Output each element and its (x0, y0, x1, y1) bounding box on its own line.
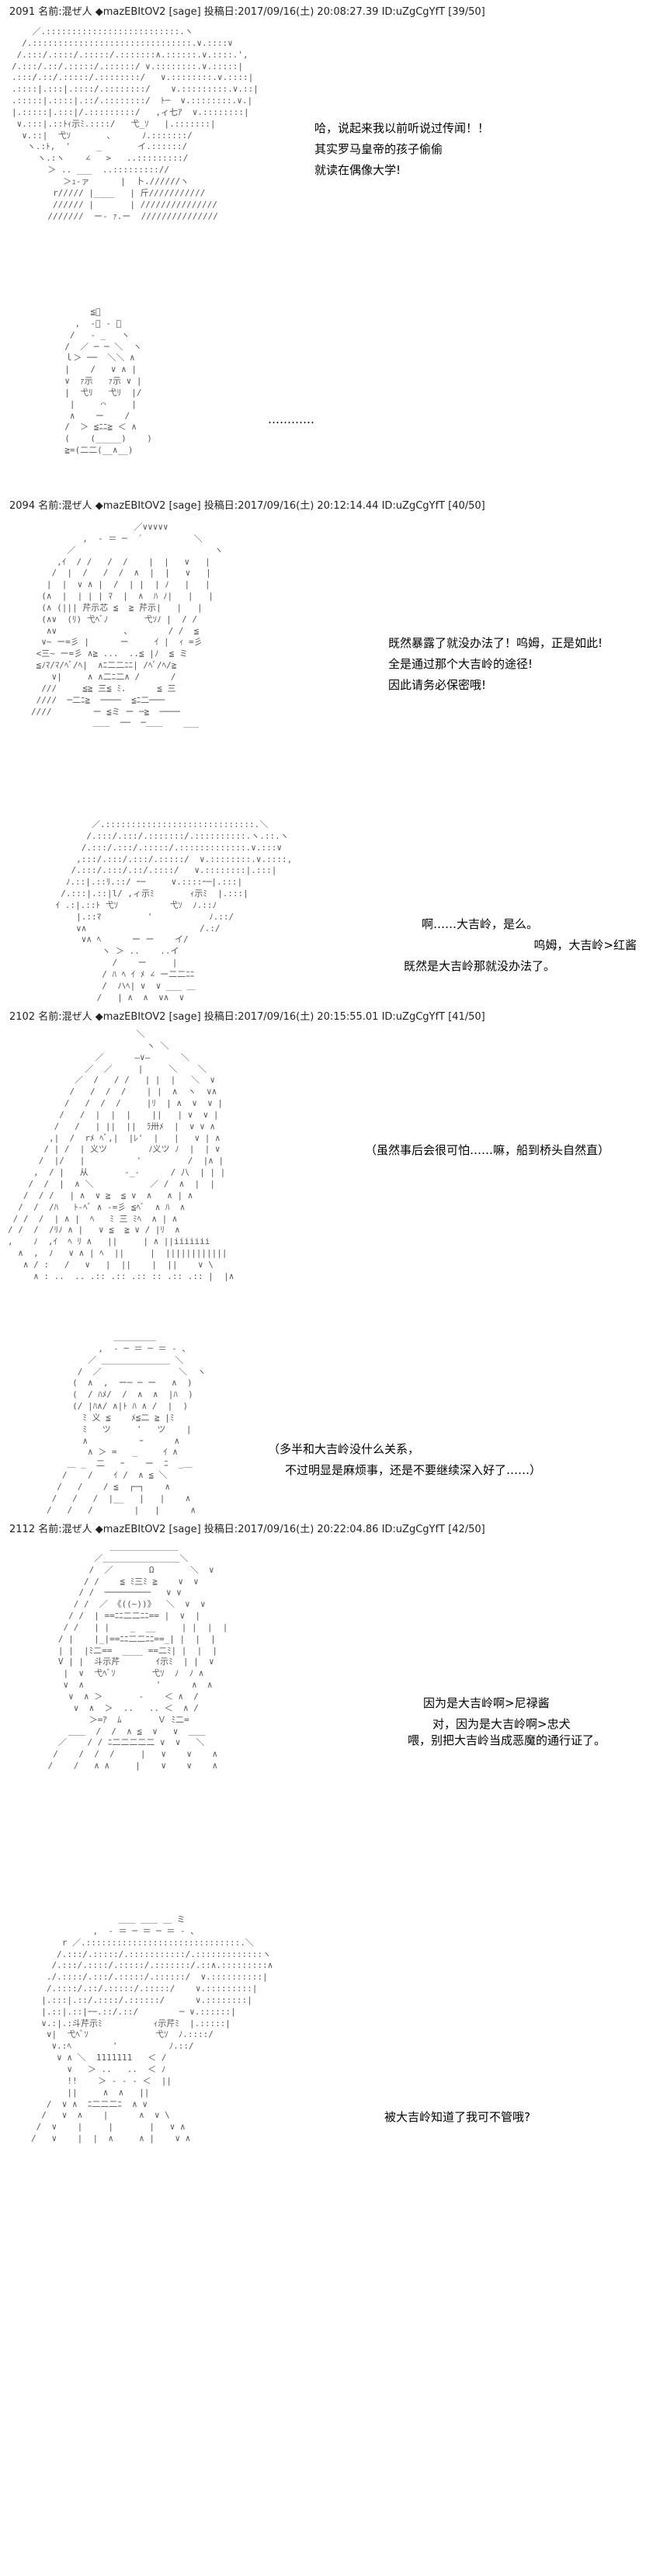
post-header: 2091 名前:混ぜ人 ◆mazEBItOV2 [sage] 投稿日:2017/… (9, 6, 485, 18)
ascii-art-character: ／.:::::::::::::::::::::::::::::.＼ /.:::/… (55, 819, 293, 1003)
dialogue-block: 因为是大吉岭啊>尼禄酱 对，因为是大吉岭啊>忠犬 喂，别把大吉岭当成恶魔的通行证… (408, 1693, 606, 1751)
ascii-art-character: ／.::::::::::::::::::::::::::.ヽ /.:::::::… (12, 26, 259, 221)
dialogue-line: 其实罗马皇帝的孩子偷偷 (314, 142, 443, 156)
ascii-art-character: ＿＿＿＿＿＿＿＿ ／＿＿＿＿＿＿＿＿＿＼ / ／ Ω ＼ ∨ / / ≦ ﾐ三ﾐ… (47, 1542, 228, 1771)
ascii-art-character: ＿＿＿＿＿ , ‐ ─ ＝ ─ ＝ ‐ 、 ／ ＿＿＿＿＿＿＿＿ ＼ / ／ ＼… (47, 1332, 207, 1515)
dialogue-line: 因为是大吉岭啊>尼禄酱 (423, 1696, 550, 1710)
dialogue-line: （多半和大吉岭没什么关系， (268, 1442, 420, 1456)
post-header: 2112 名前:混ぜ人 ◆mazEBItOV2 [sage] 投稿日:2017/… (9, 1524, 485, 1535)
dialogue-block: ………… (268, 409, 314, 430)
dialogue-line: 既然暴露了就没办法了！呜姆，正是如此! (388, 636, 603, 650)
dialogue-line: 喂，别把大吉岭当成恶魔的通行证了。 (408, 1733, 606, 1747)
ascii-art-character: ＿＿ ＿＿ ＿ ミ , ‐ ＝ ─ ＝ ─ ＝ ‐ 、 r ／.::::::::… (31, 1914, 273, 2144)
post-header: 2094 名前:混ぜ人 ◆mazEBItOV2 [sage] 投稿日:2017/… (9, 500, 485, 512)
ascii-art-character: ／∨∨∨∨∨ , ‐ ＝ ─ ´ ＼ ／ ヽ ,ｲ / / / / | | ∨ … (31, 522, 224, 728)
dialogue-line: 被大吉岭知道了我可不管哦? (384, 2110, 530, 2124)
dialogue-line: 不过明显是麻烦事，还是不要继续深入好了……） (285, 1463, 542, 1477)
dialogue-block: （多半和大吉岭没什么关系， 不过明显是麻烦事，还是不要继续深入好了……） (268, 1439, 541, 1481)
dialogue-line: 全是通过那个大吉岭的途径! (388, 657, 533, 671)
dialogue-block: 被大吉岭知道了我可不管哦? (384, 2107, 530, 2128)
dialogue-line: 因此请务必保密哦! (388, 678, 487, 692)
ascii-art-character: ＼ ヽ ＼ ／ ―∨― ＼ ／ ／ | ＼ ＼ ／ / / / | | | ＼ … (8, 1029, 234, 1281)
dialogue-block: 哈，说起来我以前听说过传闻！！ 其实罗马皇帝的孩子偷偷 就读在偶像大学! (314, 118, 489, 181)
dialogue-line: （虽然事后会很可怕……嘛，船到桥头自然直） (365, 1143, 610, 1157)
dialogue-line: ………… (268, 412, 314, 426)
dialogue-block: 既然暴露了就没办法了！呜姆，正是如此! 全是通过那个大吉岭的途径! 因此请务必保… (388, 633, 603, 696)
ascii-art-character: ≦ﾞ , -ﾟ ‐ 、 / - _ ヽ / ／ ─ ─ ＼ ヽ ｌ＞ ── ＼＼… (64, 307, 152, 456)
dialogue-line: 对，因为是大吉岭啊>忠犬 (432, 1717, 571, 1731)
dialogue-line: 哈，说起来我以前听说过传闻！！ (314, 121, 490, 135)
dialogue-line: 啊……大吉岭，是么。 (422, 917, 539, 931)
dialogue-line: 既然是大吉岭那就没办法了。 (404, 959, 556, 973)
dialogue-line: 就读在偶像大学! (314, 163, 401, 177)
dialogue-line: 呜姆，大吉岭>红酱 (533, 938, 637, 952)
dialogue-block: （虽然事后会很可怕……嘛，船到桥头自然直） (365, 1140, 610, 1161)
post-header: 2102 名前:混ぜ人 ◆mazEBItOV2 [sage] 投稿日:2017/… (9, 1011, 485, 1023)
dialogue-block: 啊……大吉岭，是么。 呜姆，大吉岭>红酱 既然是大吉岭那就没办法了。 (404, 914, 637, 977)
